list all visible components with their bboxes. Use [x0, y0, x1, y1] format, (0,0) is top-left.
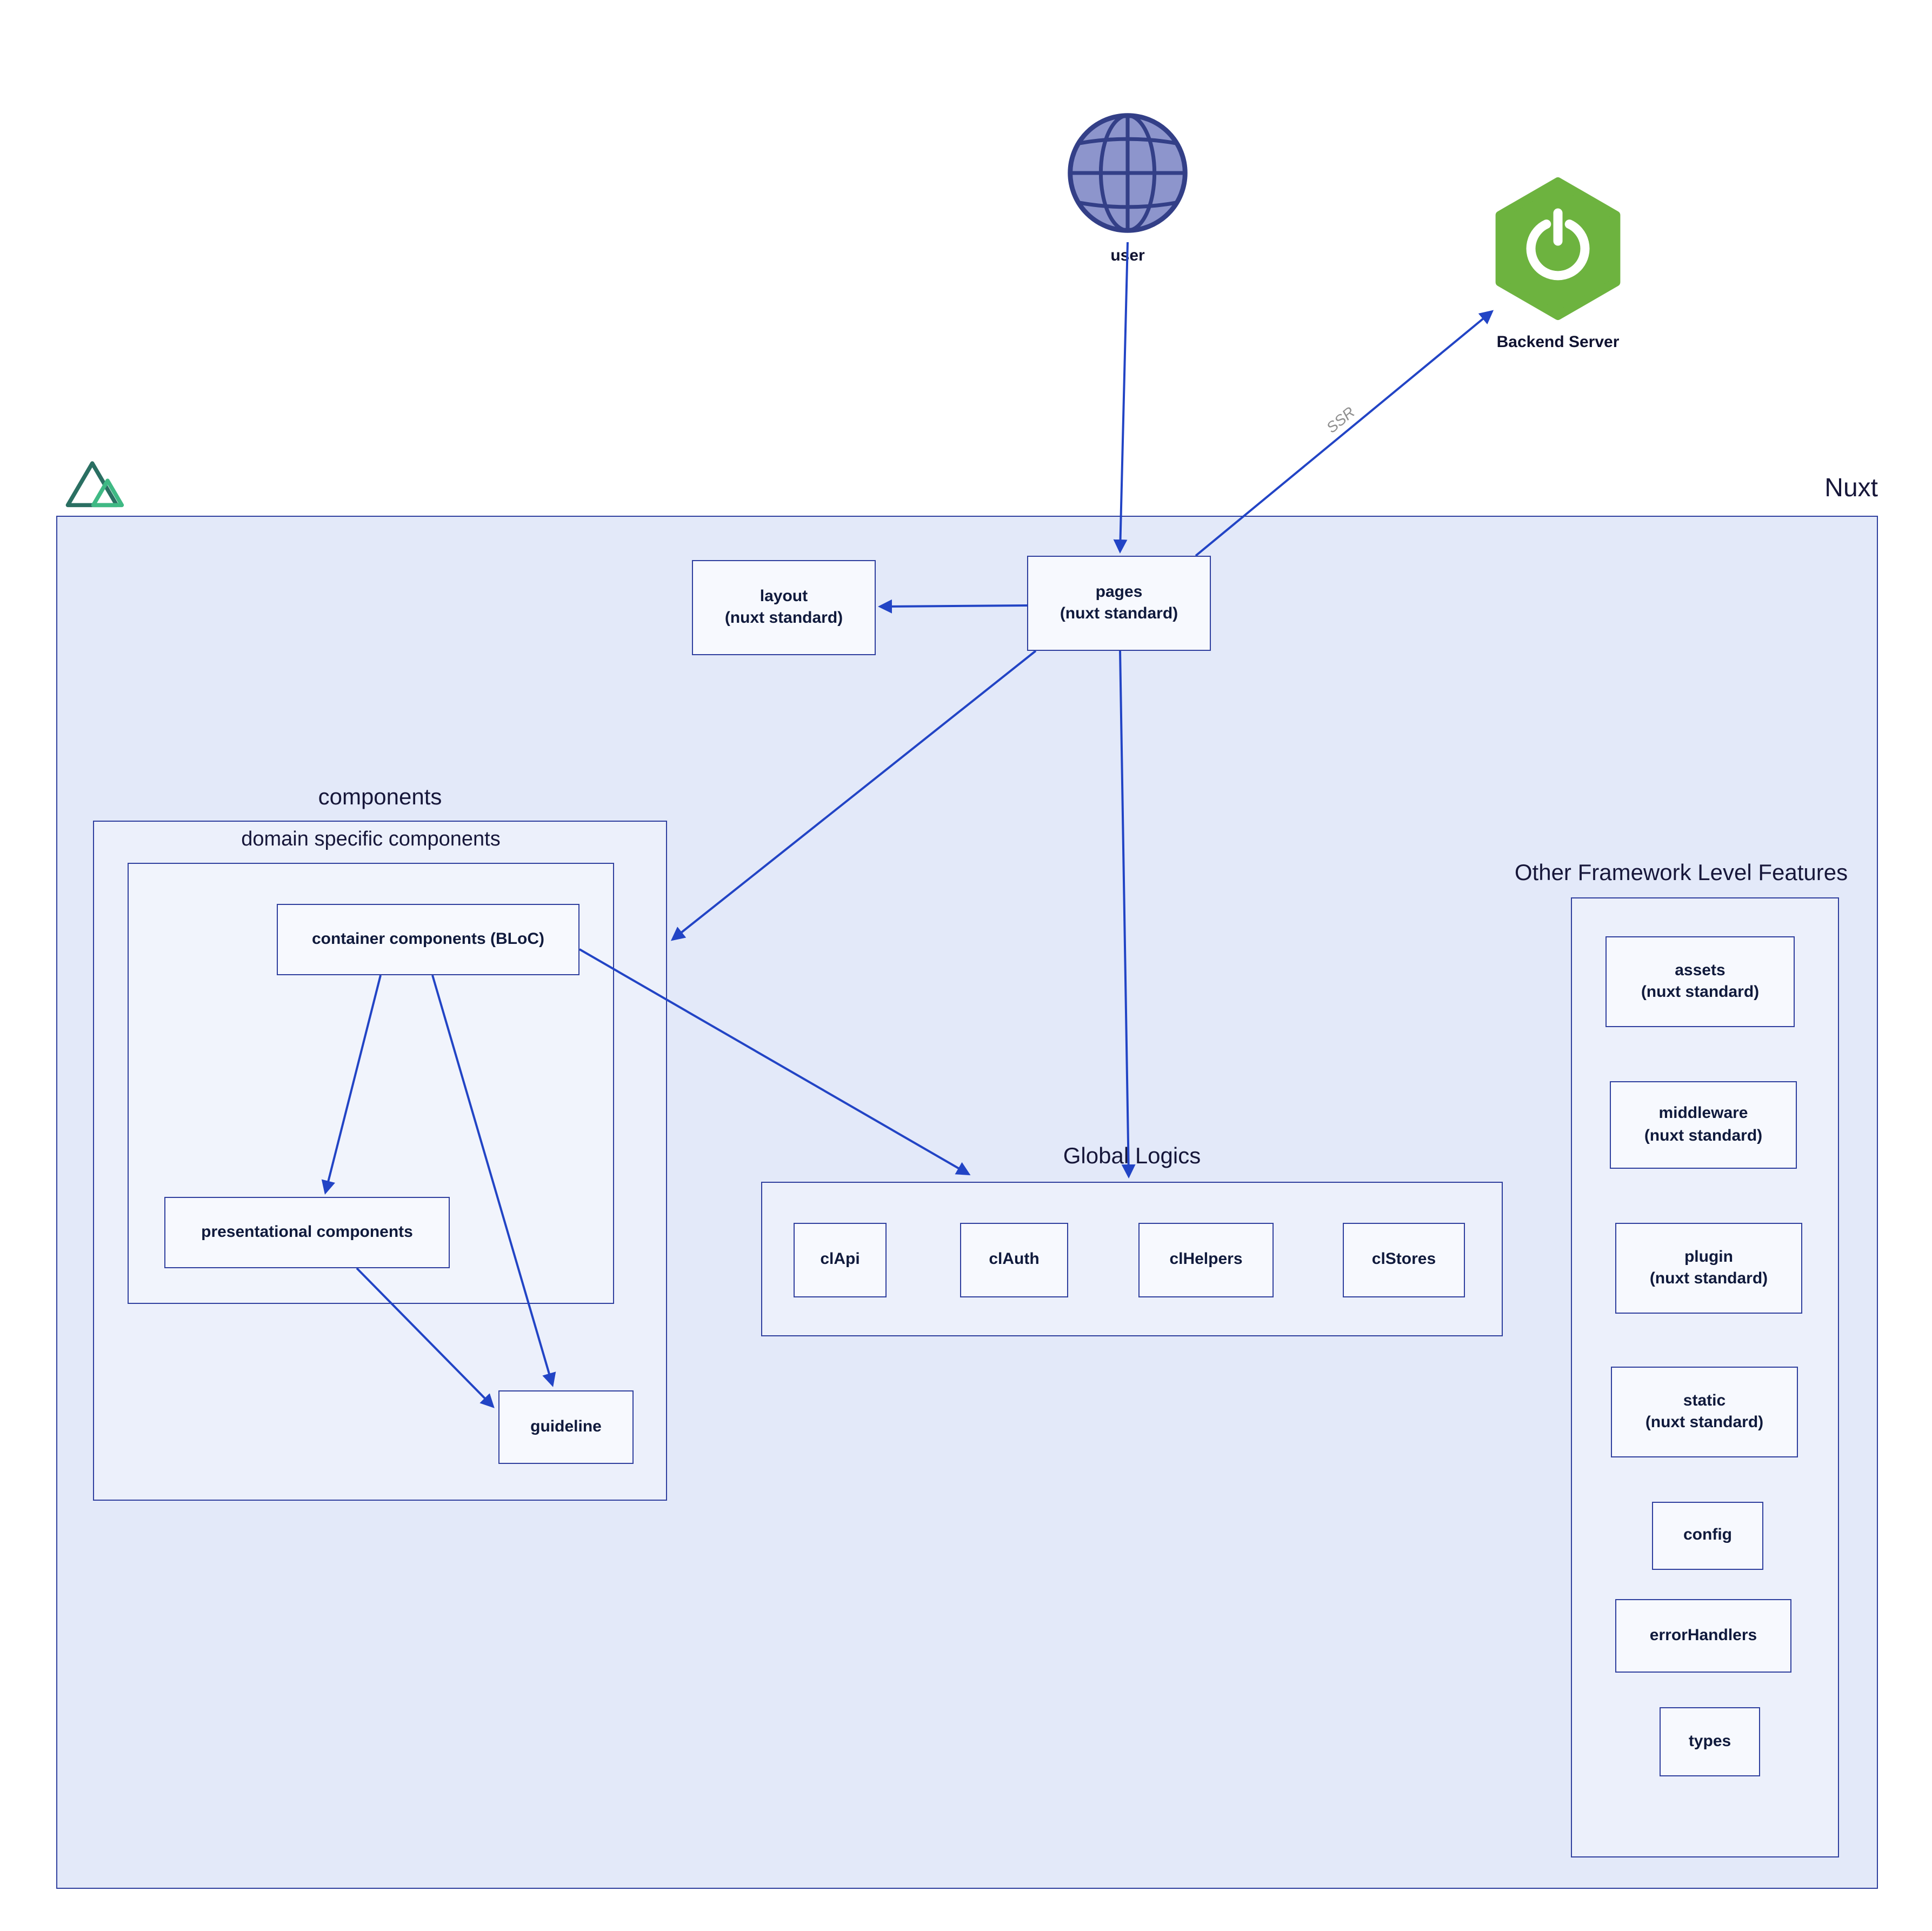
nuxt-title: Nuxt — [1824, 474, 1878, 503]
presentational-components-node: presentational components — [164, 1197, 450, 1268]
backend-server-label: Backend Server — [1496, 333, 1620, 351]
domain-specific-label: domain specific components — [241, 828, 501, 851]
nuxt-logo-icon — [65, 461, 124, 508]
clauth-node: clAuth — [960, 1223, 1068, 1297]
static-node: static (nuxt standard) — [1611, 1367, 1798, 1457]
clapi-node: clApi — [794, 1223, 887, 1297]
types-node: types — [1660, 1707, 1760, 1776]
components-label: components — [318, 785, 442, 810]
spring-boot-icon — [1495, 177, 1621, 320]
edge-user-to-pages — [1113, 242, 1129, 554]
global-logics-label: Global Logics — [1063, 1144, 1201, 1169]
clstores-node: clStores — [1343, 1223, 1465, 1297]
container-components-node: container components (BLoC) — [277, 904, 579, 975]
errorhandlers-node: errorHandlers — [1615, 1599, 1791, 1673]
ssr-edge-label: SSR — [1323, 403, 1358, 436]
layout-node: layout (nuxt standard) — [692, 560, 876, 655]
clhelpers-node: clHelpers — [1138, 1223, 1274, 1297]
middleware-node: middleware (nuxt standard) — [1610, 1081, 1797, 1169]
pages-node: pages (nuxt standard) — [1027, 556, 1211, 651]
guideline-node: guideline — [498, 1390, 634, 1464]
assets-node: assets (nuxt standard) — [1605, 936, 1795, 1027]
plugin-node: plugin (nuxt standard) — [1615, 1223, 1802, 1314]
user-globe-icon — [1068, 113, 1188, 233]
other-features-label: Other Framework Level Features — [1514, 861, 1848, 885]
config-node: config — [1652, 1502, 1763, 1570]
user-label: user — [1110, 247, 1145, 265]
